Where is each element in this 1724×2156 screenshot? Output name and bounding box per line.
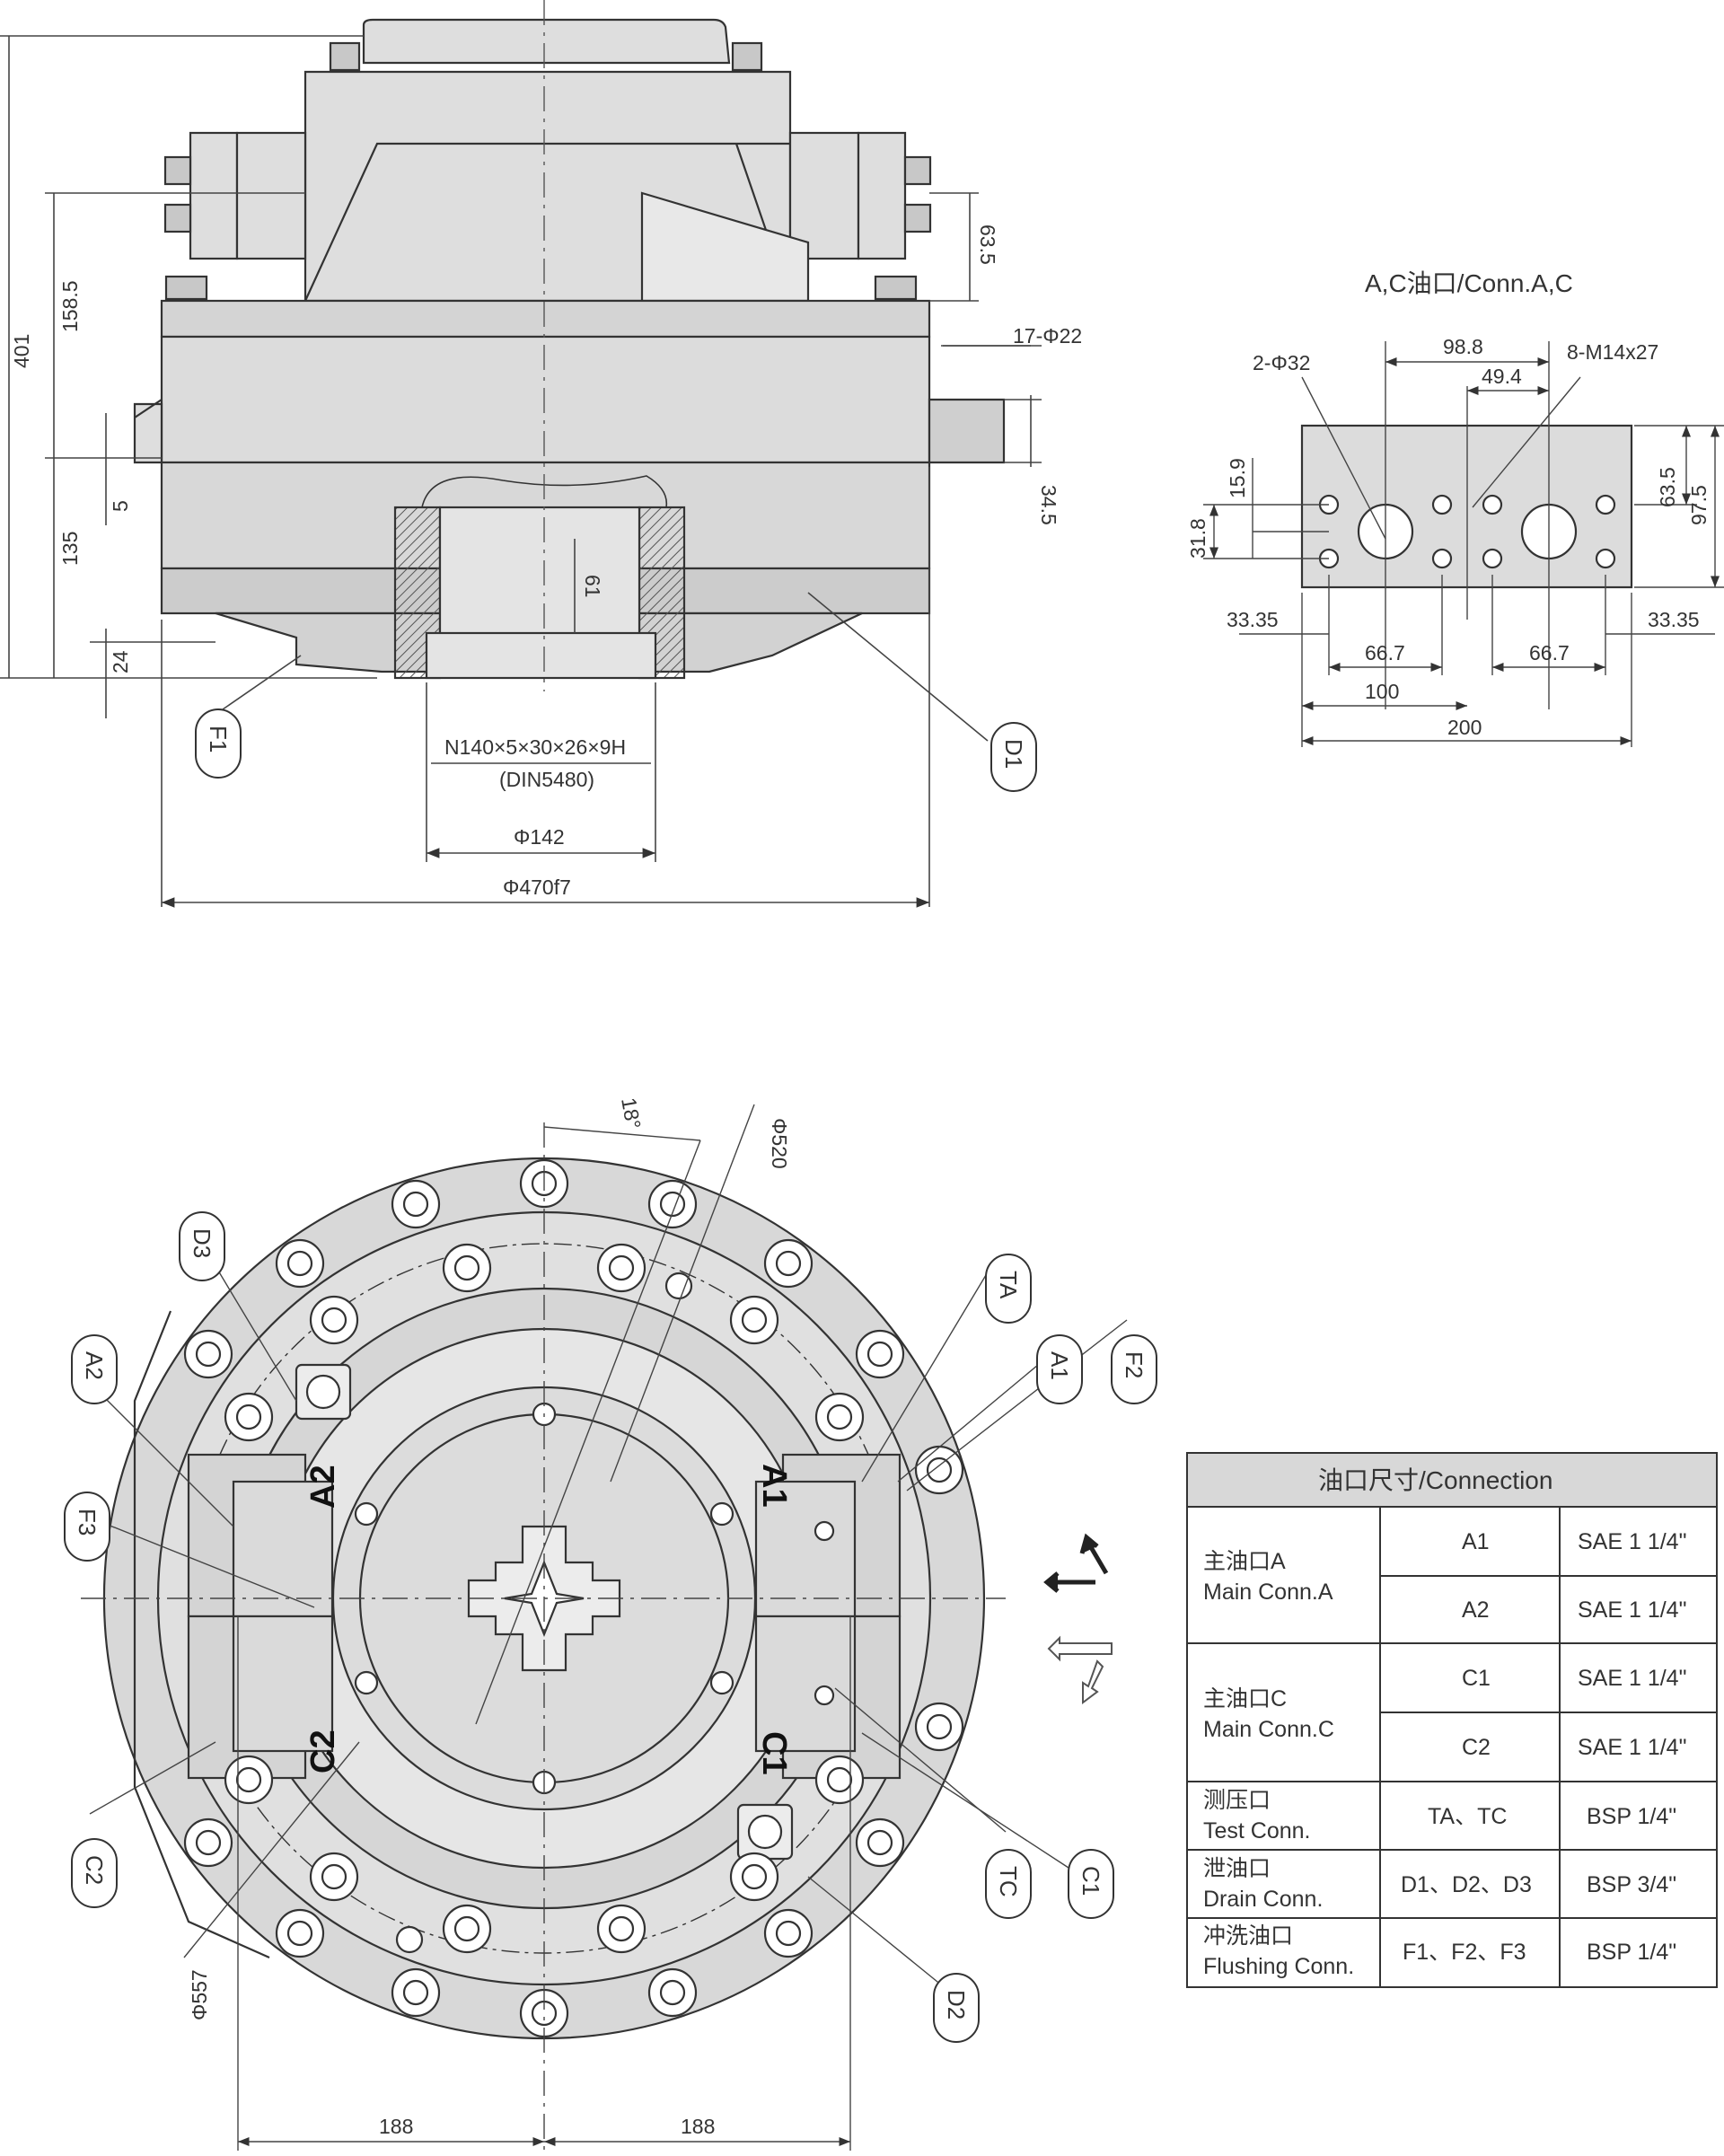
callout-f3-bubble — [64, 1492, 110, 1562]
callout-f2: F2 — [1121, 1351, 1148, 1378]
pd-97: 97.5 — [1687, 485, 1711, 525]
port-label-a1: A1 — [755, 1464, 793, 1508]
dim-5: 5 — [109, 500, 132, 512]
dim-overall-height: 401 — [10, 334, 33, 368]
pd-33-right: 33.35 — [1648, 608, 1700, 631]
port-label-a2: A2 — [304, 1465, 342, 1509]
callout-c1-bubble — [1068, 1849, 1114, 1919]
callout-a2-bubble — [71, 1334, 118, 1404]
outer-bolt-holes — [183, 1158, 964, 2038]
callout-f3: F3 — [74, 1509, 101, 1536]
pd-holes: 2-Φ32 — [1253, 351, 1310, 374]
port-detail-title: A,C油口/Conn.A,C — [1365, 269, 1573, 297]
dim-24: 24 — [109, 650, 132, 673]
row-test-port: TA、TC — [1428, 1804, 1507, 1829]
row-flush-size: BSP 1/4" — [1587, 1940, 1676, 1965]
group-a-en: Main Conn.A — [1203, 1580, 1333, 1605]
dim-angle: 18° — [617, 1096, 646, 1131]
top-dimension-lines — [0, 35, 1042, 908]
callout-a1-bubble — [1036, 1334, 1083, 1404]
row-c1-port: C1 — [1462, 1666, 1491, 1691]
callout-ta-bubble — [985, 1254, 1032, 1324]
dim-bore-dia: Φ142 — [514, 825, 565, 849]
port-label-c1: C1 — [755, 1731, 793, 1775]
table-title: 油口尺寸/Connection — [1318, 1466, 1552, 1494]
group-c-cn: 主油口C — [1203, 1686, 1287, 1712]
rotation-arrows — [1043, 1533, 1109, 1593]
dim-61: 61 — [581, 575, 604, 598]
dim-34: 34.5 — [1037, 485, 1060, 525]
pd-31: 31.8 — [1186, 518, 1209, 559]
pd-threads: 8-M14x27 — [1567, 340, 1658, 364]
callout-c1: C1 — [1078, 1866, 1104, 1896]
motor-side-view — [133, 18, 1006, 680]
callout-c2: C2 — [81, 1855, 108, 1885]
row-c1-size: SAE 1 1/4" — [1578, 1666, 1686, 1691]
callout-c2-bubble — [71, 1838, 118, 1908]
dim-188-left: 188 — [379, 2115, 413, 2138]
port-detail-dim-lines — [1203, 341, 1724, 747]
dim-135: 135 — [58, 532, 82, 566]
row-flush-port: F1、F2、F3 — [1403, 1940, 1526, 1965]
port-label-c2: C2 — [304, 1729, 342, 1773]
connection-table — [1186, 1452, 1718, 1988]
group-drain-en: Drain Conn. — [1203, 1887, 1323, 1912]
row-drain-size: BSP 3/4" — [1587, 1872, 1676, 1897]
callout-f1: F1 — [205, 726, 232, 752]
dim-spline: N140×5×30×26×9H — [444, 735, 626, 759]
dim-188-right: 188 — [681, 2115, 715, 2138]
row-a2-port: A2 — [1462, 1597, 1490, 1623]
pd-66-right: 66.7 — [1529, 641, 1570, 664]
pd-49: 49.4 — [1482, 365, 1522, 388]
callout-tc-bubble — [985, 1849, 1032, 1919]
row-drain-port: D1、D2、D3 — [1401, 1872, 1532, 1897]
pd-15: 15.9 — [1226, 458, 1249, 498]
dim-spline-std: (DIN5480) — [499, 768, 594, 791]
callout-f2-bubble — [1111, 1334, 1157, 1404]
callout-a2: A2 — [81, 1351, 108, 1380]
pd-63: 63.5 — [1656, 467, 1679, 507]
group-a-cn: 主油口A — [1203, 1549, 1286, 1574]
pd-100: 100 — [1365, 680, 1399, 703]
callout-f1-bubble — [195, 708, 242, 779]
row-a1-size: SAE 1 1/4" — [1578, 1529, 1686, 1554]
callout-tc: TC — [995, 1866, 1022, 1897]
row-a2-size: SAE 1 1/4" — [1578, 1597, 1686, 1623]
group-flush-cn: 冲洗油口 — [1203, 1923, 1293, 1949]
callout-d3-bubble — [179, 1211, 225, 1281]
rotation-arrows-outline — [1047, 1635, 1113, 1704]
row-c2-size: SAE 1 1/4" — [1578, 1735, 1686, 1760]
dim-63: 63.5 — [976, 224, 999, 265]
dim-557: Φ557 — [188, 1969, 211, 2020]
callout-d2-bubble — [933, 1973, 980, 2043]
pd-33-left: 33.35 — [1227, 608, 1279, 631]
callout-d1-bubble — [990, 722, 1037, 792]
row-c2-port: C2 — [1462, 1735, 1491, 1760]
callout-a1: A1 — [1046, 1351, 1073, 1380]
dim-520: Φ520 — [768, 1118, 791, 1169]
row-test-size: BSP 1/4" — [1587, 1804, 1676, 1829]
callout-d2: D2 — [943, 1990, 970, 2020]
group-test-en: Test Conn. — [1203, 1818, 1311, 1844]
dim-pilot-dia: Φ470f7 — [503, 876, 571, 899]
group-flush-en: Flushing Conn. — [1203, 1954, 1354, 1979]
callout-d1: D1 — [1000, 739, 1027, 769]
pd-66-left: 66.7 — [1365, 641, 1405, 664]
callout-ta: TA — [995, 1271, 1022, 1299]
group-drain-cn: 泄油口 — [1203, 1856, 1271, 1881]
pd-98: 98.8 — [1443, 335, 1483, 358]
front-dimension-lines — [81, 1104, 1128, 2151]
callout-d3: D3 — [189, 1228, 216, 1258]
inner-bolt-holes — [224, 1243, 865, 1954]
pd-200: 200 — [1447, 716, 1482, 739]
dim-158: 158.5 — [58, 280, 82, 332]
row-a1-port: A1 — [1462, 1529, 1490, 1554]
group-test-cn: 测压口 — [1203, 1788, 1271, 1813]
group-c-en: Main Conn.C — [1203, 1717, 1334, 1742]
dim-flange-holes: 17-Φ22 — [1013, 324, 1082, 348]
